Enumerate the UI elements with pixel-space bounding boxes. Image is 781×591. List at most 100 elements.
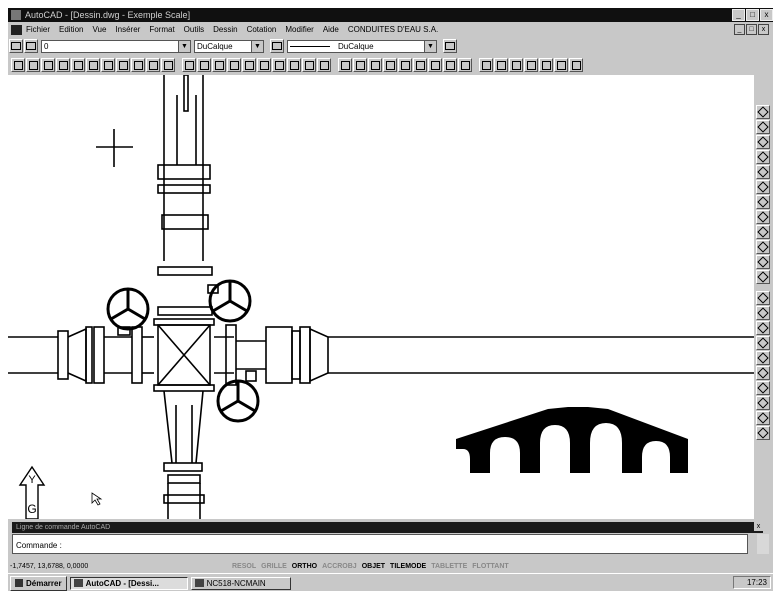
linetype-manager-button[interactable] [270, 39, 284, 53]
standard-toolbar-button[interactable] [494, 58, 508, 72]
draw-tool-button[interactable] [756, 396, 770, 410]
menu-edition[interactable]: Edition [59, 25, 84, 34]
status-toggle-ortho[interactable]: ORTHO [291, 562, 318, 570]
standard-toolbar-button[interactable] [41, 58, 55, 72]
standard-toolbar-button[interactable] [197, 58, 211, 72]
status-toggle-flottant[interactable]: FLOTTANT [472, 562, 509, 570]
draw-tool-button[interactable] [756, 195, 770, 209]
standard-toolbar-button[interactable] [242, 58, 256, 72]
menu-inserer[interactable]: Insérer [115, 25, 141, 34]
standard-toolbar-button[interactable] [524, 58, 538, 72]
standard-toolbar-button[interactable] [86, 58, 100, 72]
title-bar[interactable]: AutoCAD - [Dessin.dwg - Exemple Scale] _… [8, 8, 773, 22]
standard-toolbar-button[interactable] [443, 58, 457, 72]
menu-dessin[interactable]: Dessin [213, 25, 238, 34]
standard-toolbar-button[interactable] [458, 58, 472, 72]
linetype-dropdown[interactable]: DuCalque ▼ [287, 39, 437, 53]
draw-tool-button[interactable] [756, 381, 770, 395]
draw-tool-button[interactable] [756, 165, 770, 179]
draw-tool-button[interactable] [756, 336, 770, 350]
status-toggle-resol[interactable]: RESOL [232, 562, 257, 570]
standard-toolbar-button[interactable] [116, 58, 130, 72]
draw-tool-button[interactable] [756, 366, 770, 380]
menu-format[interactable]: Format [149, 25, 175, 34]
draw-tool-button[interactable] [756, 120, 770, 134]
close-button[interactable]: x [760, 9, 773, 21]
taskbar-item-nc518[interactable]: NC518-NCMAIN [190, 576, 291, 590]
doc-minimize-button[interactable]: _ [734, 24, 745, 35]
draw-tool-button[interactable] [756, 105, 770, 119]
draw-tool-button[interactable] [756, 411, 770, 425]
standard-toolbar-button[interactable] [101, 58, 115, 72]
standard-toolbar-button[interactable] [338, 58, 352, 72]
maximize-button[interactable]: □ [746, 9, 759, 21]
standard-toolbar-button[interactable] [383, 58, 397, 72]
drawing-canvas[interactable]: Y G [8, 75, 754, 519]
standard-toolbar-button[interactable] [71, 58, 85, 72]
make-layer-current-button[interactable] [24, 39, 38, 53]
start-button[interactable]: Démarrer [10, 575, 67, 591]
draw-tool-button[interactable] [756, 135, 770, 149]
standard-toolbar-button[interactable] [212, 58, 226, 72]
menu-fichier[interactable]: Fichier [26, 25, 51, 34]
standard-toolbar-button[interactable] [26, 58, 40, 72]
menu-cotation[interactable]: Cotation [246, 25, 277, 34]
standard-toolbar-button[interactable] [287, 58, 301, 72]
standard-toolbar-button[interactable] [413, 58, 427, 72]
standard-toolbar-button[interactable] [428, 58, 442, 72]
draw-tool-button[interactable] [756, 426, 770, 440]
standard-toolbar-button[interactable] [56, 58, 70, 72]
properties-button[interactable] [443, 39, 457, 53]
color-dropdown[interactable]: DuCalque ▼ [194, 39, 264, 53]
standard-toolbar-button[interactable] [353, 58, 367, 72]
minimize-button[interactable]: _ [732, 9, 745, 21]
standard-toolbar-button[interactable] [11, 58, 25, 72]
standard-toolbar-button[interactable] [569, 58, 583, 72]
draw-tool-button[interactable] [756, 225, 770, 239]
standard-toolbar-button[interactable] [257, 58, 271, 72]
status-toggle-objet[interactable]: OBJET [361, 562, 386, 570]
menu-aide[interactable]: Aide [322, 25, 339, 34]
standard-toolbar-button[interactable] [554, 58, 568, 72]
drawing-area[interactable]: Y G [8, 75, 754, 519]
layer-dropdown[interactable]: 0 ▼ [41, 39, 191, 53]
standard-toolbar-button[interactable] [182, 58, 196, 72]
standard-toolbar-button[interactable] [539, 58, 553, 72]
command-window-close-button[interactable]: x [754, 522, 763, 531]
status-toggle-tablette[interactable]: TABLETTE [431, 562, 468, 570]
standard-toolbar-button[interactable] [368, 58, 382, 72]
draw-tool-button[interactable] [756, 291, 770, 305]
draw-tool-button[interactable] [756, 150, 770, 164]
draw-tool-button[interactable] [756, 210, 770, 224]
standard-toolbar-button[interactable] [272, 58, 286, 72]
autocad-app-icon[interactable] [11, 10, 21, 20]
standard-toolbar-button[interactable] [302, 58, 316, 72]
draw-tool-button[interactable] [756, 255, 770, 269]
standard-toolbar-button[interactable] [317, 58, 331, 72]
command-window-scrollbar[interactable] [757, 534, 769, 554]
draw-tool-button[interactable] [756, 306, 770, 320]
standard-toolbar-button[interactable] [146, 58, 160, 72]
menu-modifier[interactable]: Modifier [285, 25, 314, 34]
standard-toolbar-button[interactable] [161, 58, 175, 72]
taskbar-item-autocad[interactable]: AutoCAD - [Dessi... [69, 576, 188, 590]
menu-vue[interactable]: Vue [92, 25, 107, 34]
doc-close-button[interactable]: x [758, 24, 769, 35]
status-toggle-tilemode[interactable]: TILEMODE [390, 562, 427, 570]
menu-outils[interactable]: Outils [183, 25, 205, 34]
doc-restore-button[interactable]: □ [746, 24, 757, 35]
draw-tool-button[interactable] [756, 351, 770, 365]
menu-conduites[interactable]: CONDUITES D'EAU S.A. [347, 25, 439, 34]
status-toggle-accrobj[interactable]: ACCROBJ [322, 562, 357, 570]
standard-toolbar-button[interactable] [227, 58, 241, 72]
command-line-input[interactable]: Commande : [12, 534, 748, 554]
status-toggle-grille[interactable]: GRILLE [261, 562, 287, 570]
standard-toolbar-button[interactable] [479, 58, 493, 72]
layer-manager-button[interactable] [9, 39, 23, 53]
document-icon[interactable] [11, 24, 22, 35]
draw-tool-button[interactable] [756, 270, 770, 284]
draw-tool-button[interactable] [756, 240, 770, 254]
standard-toolbar-button[interactable] [398, 58, 412, 72]
draw-tool-button[interactable] [756, 321, 770, 335]
standard-toolbar-button[interactable] [131, 58, 145, 72]
